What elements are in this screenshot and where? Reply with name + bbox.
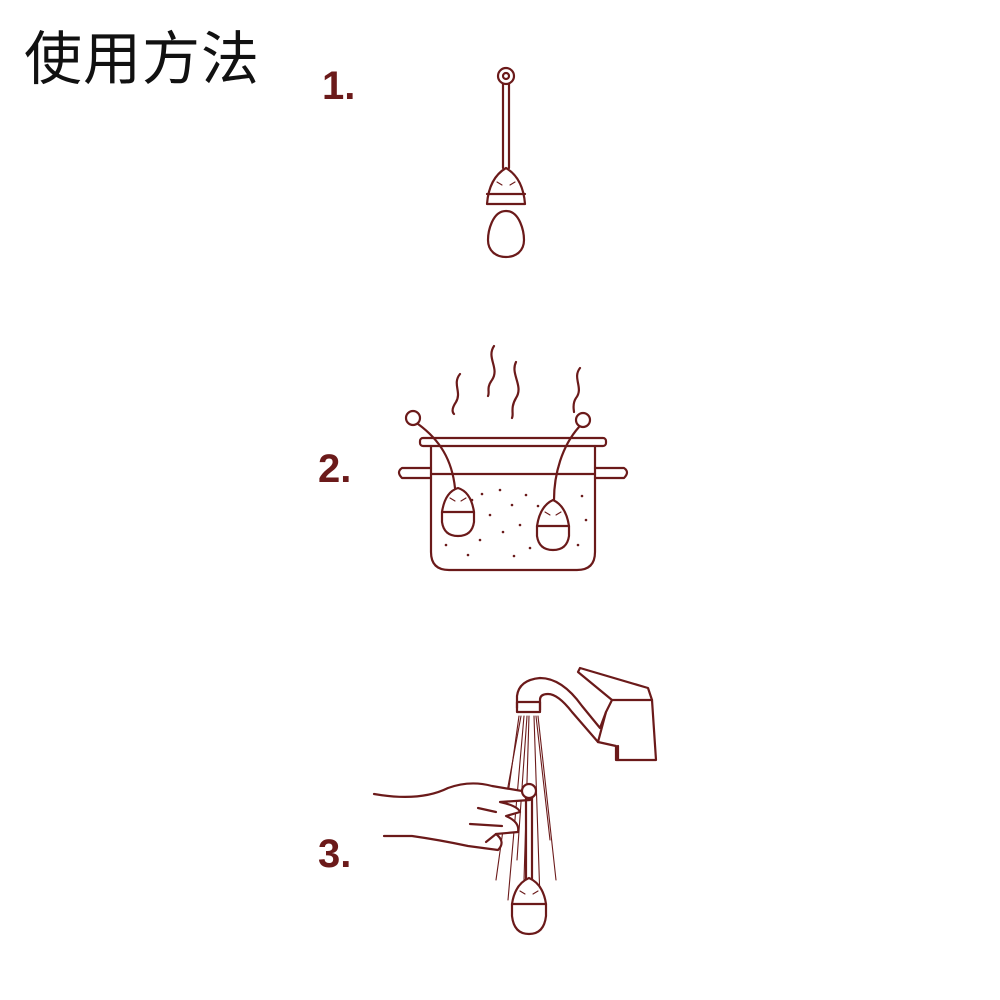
step-3-number: 3.: [318, 832, 352, 876]
page-title: 使用方法: [24, 25, 261, 93]
egg-timer-and-egg-icon: [485, 66, 527, 259]
boiling-pot-icon: [397, 344, 629, 572]
faucet-rinse-icon: [372, 666, 658, 936]
step-2-number: 2.: [318, 447, 352, 491]
step-1-number: 1.: [322, 64, 356, 108]
